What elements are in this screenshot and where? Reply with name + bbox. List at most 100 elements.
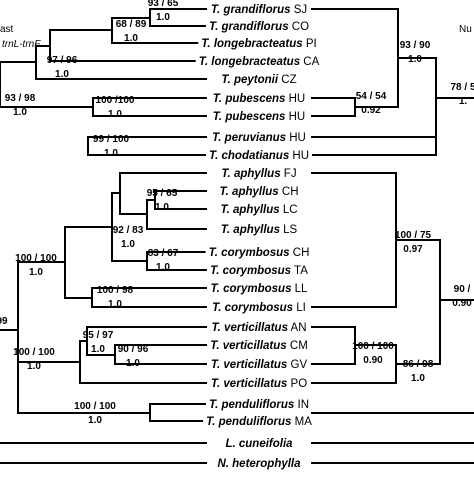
taxon-genus: T. aphyllus — [220, 204, 279, 216]
support-bootstrap: 93 / 90 — [400, 40, 431, 51]
support-posterior: 1.0 — [13, 107, 27, 118]
taxon-label: T. corymbosus CH — [209, 247, 310, 259]
taxon-label-bg — [195, 56, 323, 68]
taxon-genus: T. grandiflorus — [211, 4, 291, 16]
taxon-genus: N. heterophylla — [217, 458, 301, 470]
taxon-population: HU — [289, 150, 309, 162]
taxon-label-bg — [205, 399, 313, 411]
taxon-population: LI — [293, 302, 306, 314]
header-right-partial: Nu — [459, 24, 472, 35]
header-left-region: trnL-trnF — [2, 39, 41, 50]
taxon-genus: T. penduliflorus — [206, 416, 291, 428]
taxon-label: T. corymbosus LI — [212, 302, 306, 314]
taxon-label-bg — [218, 74, 300, 86]
support-posterior: 0.97 — [403, 244, 423, 255]
support-bootstrap: 100 /100 — [96, 95, 135, 106]
support-posterior: 1.0 — [408, 54, 422, 65]
taxon-population: HU — [285, 111, 305, 123]
taxon-genus: T. longebracteatus — [201, 38, 302, 50]
taxon-genus: L. cuneifolia — [225, 438, 293, 450]
support-bootstrap: 100 / 100 — [352, 341, 394, 352]
taxon-label: T. peruvianus HU — [212, 132, 306, 144]
taxon-population: TA — [291, 265, 308, 277]
support-bootstrap: 99 / 100 — [93, 134, 130, 145]
taxon-population: LS — [280, 224, 298, 236]
left-support-labels: 93 / 651.068 / 891.097 / 961.093 / 981.0… — [0, 0, 179, 426]
support-bootstrap: 90 / — [454, 284, 471, 295]
support-posterior: 1.0 — [27, 361, 41, 372]
taxon-label-bg — [207, 265, 312, 277]
support-bootstrap: 86 / 98 — [403, 359, 434, 370]
support-posterior: 1.0 — [156, 12, 170, 23]
taxon-label: T. grandiflorus CO — [209, 21, 309, 33]
taxon-label-bg — [209, 302, 309, 314]
taxon-label-bg — [198, 38, 320, 50]
support-posterior: 1.0 — [155, 202, 169, 213]
taxon-population: AN — [288, 322, 307, 334]
support-bootstrap: 83 / 67 — [148, 248, 179, 259]
taxon-label-bg — [207, 283, 312, 295]
support-posterior: 1.0 — [29, 267, 43, 278]
taxon-label-bg — [209, 111, 309, 123]
taxon-label-bg — [207, 340, 311, 352]
taxon-label-bg — [208, 322, 310, 334]
support-posterior: 1.0 — [108, 299, 122, 310]
taxon-label-bg — [203, 416, 316, 428]
taxon-genus: T. pubescens — [213, 111, 286, 123]
taxon-label: T. longebracteatus PI — [201, 38, 316, 50]
taxon-genus: T. verticillatus — [211, 378, 287, 390]
taxon-genus: T. corymbosus — [212, 302, 293, 314]
taxon-label-bg — [205, 247, 313, 259]
taxon-label: T. corymbosus TA — [210, 265, 308, 277]
support-posterior: 1.0 — [124, 33, 138, 44]
support-bootstrap: 99 — [0, 316, 8, 327]
taxon-label: T. pubescens HU — [213, 93, 305, 105]
taxon-genus: T. peytonii — [221, 74, 278, 86]
taxon-label: N. heterophylla — [217, 458, 301, 470]
taxon-label-bg — [217, 204, 301, 216]
taxon-label: T. verticillatus GV — [211, 359, 308, 371]
support-posterior: 0.92 — [361, 105, 381, 116]
taxon-label-bg — [207, 4, 311, 16]
taxon-genus: T. verticillatus — [211, 359, 287, 371]
header-left-partial: ast — [0, 24, 14, 35]
support-bootstrap: 93 / 65 — [148, 0, 179, 9]
taxon-label: L. cuneifolia — [225, 438, 293, 450]
taxon-label-bg — [207, 378, 311, 390]
support-bootstrap: 95 / 65 — [147, 188, 178, 199]
taxon-genus: T. aphyllus — [221, 224, 280, 236]
taxon-population: PO — [287, 378, 307, 390]
taxon-genus: T. peruvianus — [212, 132, 286, 144]
support-bootstrap: 78 / 5 — [450, 82, 474, 93]
taxon-label-bg — [218, 168, 300, 180]
taxon-population: IN — [294, 399, 309, 411]
support-posterior: 1.0 — [91, 344, 105, 355]
taxon-label-bg — [209, 132, 309, 144]
taxon-genus: T. verticillatus — [210, 340, 286, 352]
support-bootstrap: 100 / 100 — [13, 347, 55, 358]
taxon-label: T. aphyllus FJ — [221, 168, 296, 180]
taxon-population: FJ — [281, 168, 297, 180]
taxon-genus: T. grandiflorus — [209, 21, 289, 33]
taxon-label-bg — [217, 224, 301, 236]
support-posterior: 1. — [459, 96, 468, 107]
support-bootstrap: 93 / 98 — [5, 93, 36, 104]
taxon-population: SJ — [291, 4, 308, 16]
support-posterior: 1.0 — [88, 415, 102, 426]
taxon-population: CH — [290, 247, 310, 259]
taxon-genus: T. corymbosus — [211, 283, 292, 295]
taxon-population: HU — [286, 132, 306, 144]
taxon-genus: T. pubescens — [213, 93, 286, 105]
support-bootstrap: 95 / 97 — [83, 330, 114, 341]
taxon-population: CH — [279, 186, 299, 198]
taxon-label: T. pubescens HU — [213, 111, 305, 123]
support-bootstrap: 97 / 96 — [47, 55, 78, 66]
support-bootstrap: 90 / 96 — [118, 344, 149, 355]
support-bootstrap: 54 / 54 — [356, 91, 387, 102]
taxon-genus: T. longebracteatus — [199, 56, 300, 68]
taxon-labels: T. grandiflorus SJ T. grandiflorus CO T. l… — [195, 4, 323, 470]
support-posterior: 0.90 — [452, 298, 472, 309]
taxon-population: CM — [287, 340, 308, 352]
